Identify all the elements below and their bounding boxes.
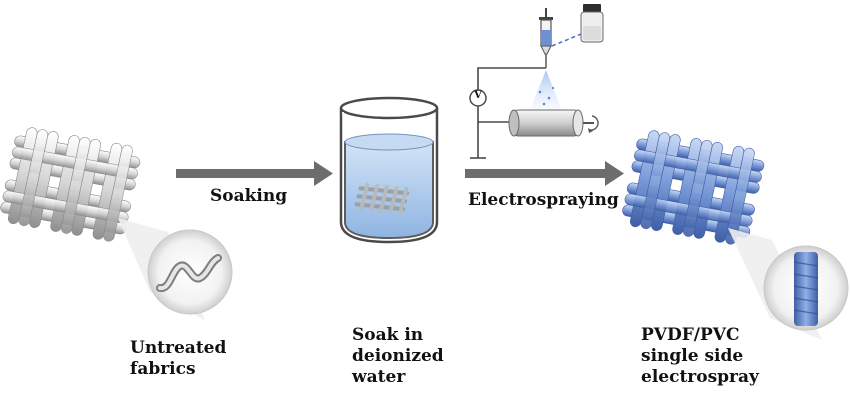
caption-untreated-fabrics: Untreated fabrics [130, 338, 226, 380]
treated-fabric [622, 130, 765, 245]
step-label-soaking: Soaking [210, 186, 288, 206]
syringe [539, 8, 553, 68]
electrospray-apparatus [469, 4, 604, 159]
caption-pvdf-pvc-electrospray: PVDF/PVC single side electrospray [641, 325, 759, 388]
solution-vial [551, 4, 604, 47]
treated-zoom-lens [728, 228, 849, 340]
caption-line: electrospray [641, 367, 759, 387]
arrow-electrospraying [465, 161, 624, 186]
untreated-fabric [0, 127, 141, 242]
caption-line: Soak in [352, 325, 424, 345]
voltmeter [469, 89, 487, 107]
caption-line: deionized [352, 346, 444, 366]
untreated-zoom-lens [118, 218, 233, 320]
voltmeter-symbol: V [474, 90, 482, 101]
beaker [339, 96, 439, 244]
caption-line: water [352, 367, 406, 387]
caption-soak-water: Soak in deionized water [352, 325, 444, 388]
spray-plume [530, 70, 562, 110]
arrow-soaking [176, 161, 333, 186]
step-label-electrospraying: Electrospraying [468, 190, 619, 210]
caption-line: fabrics [130, 359, 196, 379]
caption-line: Untreated [130, 338, 227, 358]
caption-line: PVDF/PVC [641, 325, 740, 345]
drum-collector [508, 109, 599, 137]
caption-line: single side [641, 346, 744, 366]
